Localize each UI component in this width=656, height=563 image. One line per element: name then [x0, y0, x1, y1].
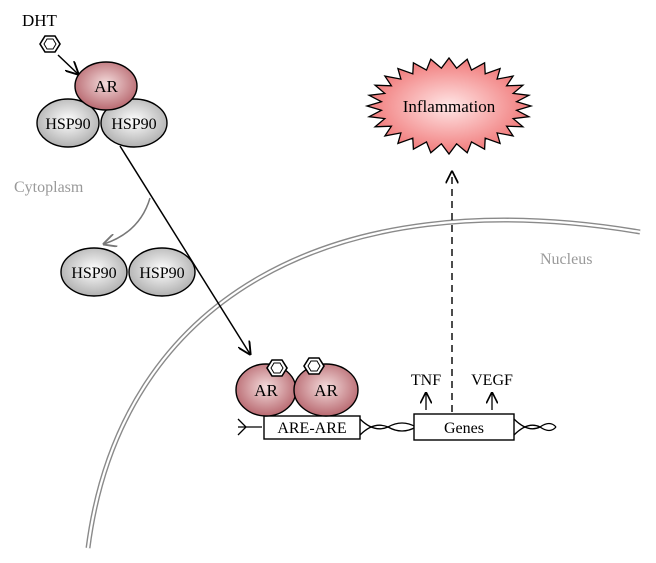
- dna-helix: [238, 418, 557, 436]
- tnf-label: TNF: [411, 372, 441, 389]
- nucleus-label: Nucleus: [540, 251, 592, 268]
- dht-molecule-icon: [39, 35, 61, 53]
- dht-bound-left-icon: [266, 359, 288, 377]
- ar-nuclear-right-node: [293, 363, 359, 417]
- hsp90-free-left-node: [60, 247, 128, 297]
- inflammation-burst: [364, 56, 534, 156]
- nuclear-membrane-inner: [86, 219, 641, 549]
- cytoplasm-label: Cytoplasm: [14, 179, 84, 196]
- vegf-label: VEGF: [471, 372, 513, 389]
- hsp90-dissociation-arrow: [104, 197, 151, 244]
- dht-to-ar-arrow: [57, 54, 78, 74]
- ar-cytoplasm-label: AR: [94, 77, 118, 96]
- hsp90-right-label: HSP90: [111, 116, 156, 133]
- inflammation-label: Inflammation: [403, 97, 496, 116]
- ar-nuclear-left-label: AR: [254, 381, 278, 400]
- ar-cytoplasm-node: [74, 61, 138, 111]
- dht-bound-left-inner-icon: [270, 362, 284, 374]
- genes-box: [413, 413, 515, 441]
- hsp90-free-right-label: HSP90: [139, 265, 184, 282]
- dht-bound-right-inner-icon: [307, 360, 321, 372]
- hsp90-right-node: [100, 98, 168, 148]
- are-element-label: ARE-ARE: [277, 420, 346, 437]
- are-element-box: [263, 415, 361, 440]
- dht-label: DHT: [22, 11, 58, 30]
- dna-start-bracket-icon: [237, 418, 247, 436]
- hsp90-free-left-label: HSP90: [71, 265, 116, 282]
- ar-nuclear-right-label: AR: [314, 381, 338, 400]
- translocation-arrow: [119, 145, 250, 354]
- genes-label: Genes: [444, 420, 484, 437]
- hsp90-left-label: HSP90: [45, 116, 90, 133]
- dht-bound-right-icon: [303, 357, 325, 375]
- hsp90-free-right-node: [128, 247, 196, 297]
- hsp90-left-node: [36, 98, 100, 148]
- dht-molecule-inner-icon: [43, 38, 57, 50]
